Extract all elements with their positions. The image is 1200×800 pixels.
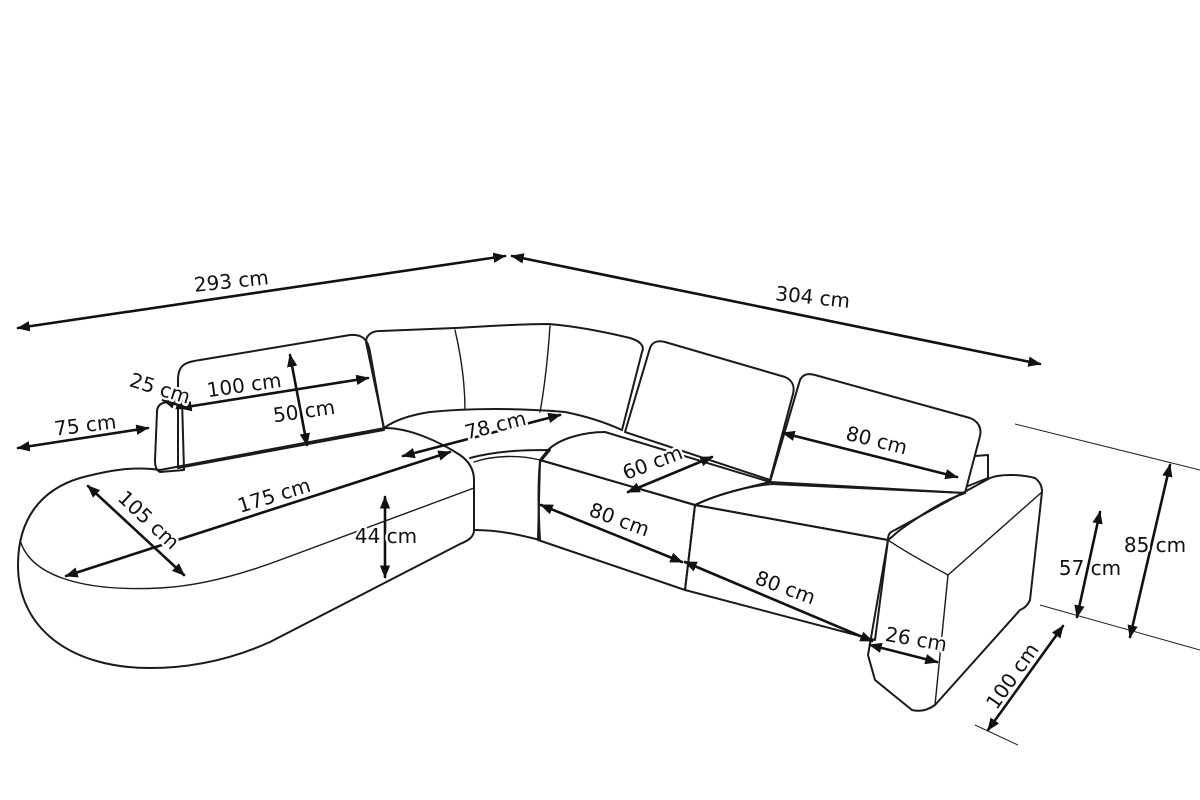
dimension-arrows xyxy=(16,252,1173,732)
dim-arrow-50 xyxy=(287,353,310,447)
dim-arrow-26 xyxy=(868,642,939,665)
dimension-labels: 293 cm 304 cm 75 cm 25 cm 100 cm 50 cm 7… xyxy=(50,265,1188,716)
dim-arrow-100-left xyxy=(178,374,370,412)
seat-cushion-2-front xyxy=(684,504,889,641)
dim-arrow-57 xyxy=(1074,510,1103,619)
dim-arrow-60 xyxy=(626,455,714,494)
corner-cushion-seam-right xyxy=(539,325,551,413)
dim-arrow-175 xyxy=(64,450,452,578)
label-304: 304 cm xyxy=(774,281,851,313)
label-80-seat1: 80 cm xyxy=(586,497,653,541)
dim-arrow-85 xyxy=(1127,463,1173,639)
label-175: 175 cm xyxy=(235,473,314,518)
dim-arrow-80-seat1 xyxy=(539,503,684,564)
corner-cushion-seam-left xyxy=(454,329,466,411)
left-armrest xyxy=(154,399,185,473)
label-100-left: 100 cm xyxy=(205,368,283,402)
dim-arrow-304 xyxy=(510,253,1042,367)
chaise-seat xyxy=(17,427,475,669)
label-25: 25 cm xyxy=(127,368,194,409)
right-back-cushion-2 xyxy=(769,373,982,494)
corner-seat-front xyxy=(473,455,541,463)
label-85: 85 cm xyxy=(1124,533,1186,557)
label-80-back: 80 cm xyxy=(844,421,910,459)
left-back-cushion xyxy=(177,333,385,469)
right-armrest-edge xyxy=(887,491,1043,576)
label-57: 57 cm xyxy=(1059,556,1121,580)
dim-arrow-80-seat2 xyxy=(683,560,874,643)
right-back-end xyxy=(967,454,989,487)
dim-arrow-105 xyxy=(86,484,186,577)
dimension-guides xyxy=(974,423,1200,746)
label-80-seat2: 80 cm xyxy=(752,565,819,609)
label-50: 50 cm xyxy=(272,395,337,427)
right-armrest xyxy=(867,474,1043,712)
label-75: 75 cm xyxy=(53,409,118,440)
label-100-depth: 100 cm xyxy=(981,638,1044,713)
dim-arrow-78 xyxy=(401,412,562,459)
dim-arrow-293 xyxy=(16,252,507,332)
dim-arrow-80-back xyxy=(781,430,959,480)
dim-arrow-75 xyxy=(16,424,150,452)
label-44: 44 cm xyxy=(355,524,417,548)
dim-arrow-100-depth xyxy=(986,624,1065,732)
right-armrest-front xyxy=(934,574,949,706)
label-78: 78 cm xyxy=(462,406,528,444)
